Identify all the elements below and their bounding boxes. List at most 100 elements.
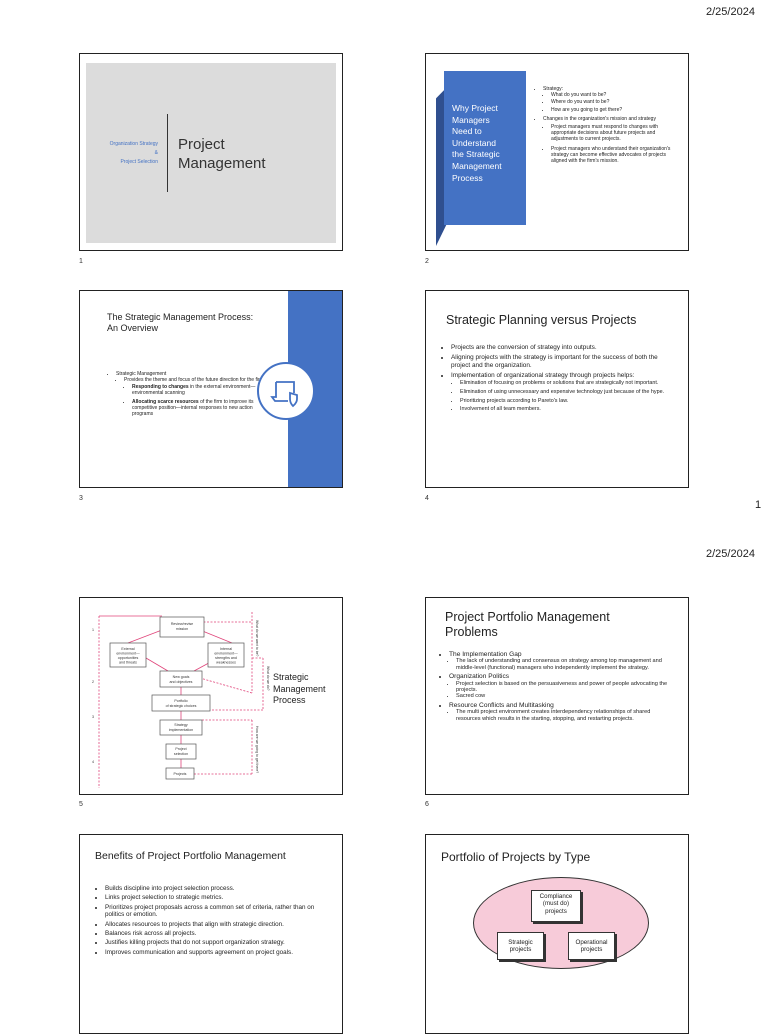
slide-number: 5: [79, 801, 83, 808]
strategic-process-diagram: Review/revise mission External environme…: [92, 612, 270, 788]
title-line: Project: [178, 136, 225, 153]
bullet: Allocating scarce resources of the firm …: [132, 399, 272, 418]
diagram-label: External: [121, 647, 134, 651]
diagram-label: and objectives: [170, 680, 193, 684]
subtitle-line: Project Selection: [120, 159, 158, 165]
subtitle: Organization Strategy & Project Selectio…: [88, 140, 158, 167]
slide-title: Strategic Planning versus Projects: [446, 313, 637, 327]
bullet: Implementation of organizational strateg…: [451, 372, 674, 380]
diagram-step-number: 2: [92, 680, 94, 684]
slide-title: The Strategic Management Process: An Ove…: [107, 312, 254, 333]
bullet: Project managers who understand their or…: [551, 146, 679, 165]
title-panel: [86, 63, 336, 243]
bullet: The Implementation Gap: [449, 651, 676, 658]
panel-title: Why Project Managers Need to Understand …: [452, 103, 502, 183]
subtitle-line: &: [154, 150, 158, 156]
bullet-list: Projects are the conversion of strategy …: [442, 344, 674, 413]
diagram-label: environment—: [116, 652, 140, 656]
slide-number: 6: [425, 801, 429, 808]
title-panel: [444, 71, 526, 225]
bullet: Responding to changes in the external en…: [132, 384, 272, 397]
diagram-step-number: 1: [92, 628, 94, 632]
diagram-label: selection: [174, 752, 188, 756]
diagram-label: weaknesses: [216, 661, 236, 665]
slide-number: 4: [425, 495, 429, 502]
bullet-list: Strategic Management Provides the theme …: [107, 371, 275, 418]
bullet: Prioritizing projects according to Paret…: [460, 398, 674, 405]
slide-6: Project Portfolio Management Problems Th…: [425, 597, 689, 795]
diagram-label: Project: [175, 747, 186, 751]
diagram-label: Review/revise: [171, 622, 193, 626]
diagram-label: implementation: [169, 728, 193, 732]
bullet: Balances risk across all projects.: [105, 930, 328, 937]
diagram-label: environment—: [214, 652, 238, 656]
bullet: Where do you want to be?: [551, 99, 679, 105]
diagram-side-label: What do we do?: [266, 666, 270, 691]
slide-7: Benefits of Project Portfolio Management…: [79, 834, 343, 1034]
bullet: Aligning projects with the strategy is i…: [451, 354, 674, 370]
diagram-label: Portfolio: [174, 699, 187, 703]
title-line: Management: [178, 155, 266, 172]
bullet: Sacred cow: [456, 693, 676, 699]
diagram-step-number: 4: [92, 760, 94, 764]
diagram-label: opportunities: [118, 656, 139, 660]
diagram-side-label: What do we want to be?: [255, 620, 259, 656]
bullet: Provides the theme and focus of the futu…: [124, 377, 275, 383]
bullet: Links project selection to strategic met…: [105, 894, 328, 901]
bullet: Projects are the conversion of strategy …: [451, 344, 674, 352]
diagram-label: of strategic choices: [166, 704, 197, 708]
bullet: Involvement of all team members.: [460, 406, 674, 413]
slide-title: Project Portfolio Management Problems: [445, 610, 610, 639]
slide-title: Portfolio of Projects by Type: [441, 850, 591, 864]
slide-3: The Strategic Management Process: An Ove…: [79, 290, 343, 488]
page-date: 2/25/2024: [706, 6, 755, 18]
bullet: Project selection is based on the persua…: [456, 681, 676, 694]
slide-5: Review/revise mission External environme…: [79, 597, 343, 795]
diagram-label: and threats: [119, 661, 137, 665]
diagram-label: mission: [176, 627, 188, 631]
bullet: Strategic Management: [116, 371, 275, 377]
slide-4: Strategic Planning versus Projects Proje…: [425, 290, 689, 488]
bullet: How are you going to get there?: [551, 107, 679, 113]
bullet: Resource Conflicts and Multitasking: [449, 702, 676, 709]
slide-number: 2: [425, 258, 429, 265]
slide-8: Portfolio of Projects by Type Compliance…: [425, 834, 689, 1034]
bullet: Elimination of focusing on problems or s…: [460, 380, 674, 387]
page-date: 2/25/2024: [706, 548, 755, 560]
page-number: 1: [755, 499, 762, 511]
divider: [167, 114, 168, 192]
bullet: Improves communication and supports agre…: [105, 949, 328, 956]
bullet: Prioritizes project proposals across a c…: [105, 904, 328, 919]
bullet: The multi project environment creates in…: [456, 709, 676, 722]
slide-1: Organization Strategy & Project Selectio…: [79, 53, 343, 251]
bullet: Justifies killing projects that do not s…: [105, 939, 328, 946]
strategic-box: Strategic projects: [497, 932, 544, 960]
diagram-label: Strategy: [174, 723, 188, 727]
slide-title: Benefits of Project Portfolio Management: [95, 850, 286, 862]
bullet: Builds discipline into project selection…: [105, 885, 328, 892]
bullet: Organization Politics: [449, 673, 676, 680]
slide-title: Project Management: [178, 135, 266, 173]
diagram-label: Projects: [174, 772, 187, 776]
bullet: Allocates resources to projects that ali…: [105, 921, 328, 928]
bullet-list: Strategy: What do you want to be? Where …: [534, 86, 679, 164]
subtitle-line: Organization Strategy: [109, 141, 158, 147]
diagram-label: Internal: [220, 647, 232, 651]
bullet: What do you want to be?: [551, 92, 679, 98]
slide-2: Why Project Managers Need to Understand …: [425, 53, 689, 251]
compliance-box: Compliance (must do) projects: [531, 890, 581, 922]
bullet: Strategy:: [543, 86, 679, 92]
operational-box: Operational projects: [568, 932, 615, 960]
bullet: Project managers must respond to changes…: [551, 124, 679, 143]
diagram-label: New goals: [173, 675, 190, 679]
laptop-shield-icon: [257, 362, 315, 420]
bullet: Elimination of using unnecessary and exp…: [460, 389, 674, 396]
bullet-list: Builds discipline into project selection…: [96, 885, 328, 956]
slide-number: 1: [79, 258, 83, 265]
slide-title: Strategic Management Process: [273, 672, 326, 705]
diagram-step-number: 3: [92, 715, 94, 719]
bullet: Changes in the organization's mission an…: [543, 116, 679, 122]
bullet-list: The Implementation Gap The lack of under…: [440, 651, 676, 722]
diagram-label: strengths and: [215, 656, 237, 660]
diagram-side-label: How are we going to get there?: [255, 726, 259, 773]
